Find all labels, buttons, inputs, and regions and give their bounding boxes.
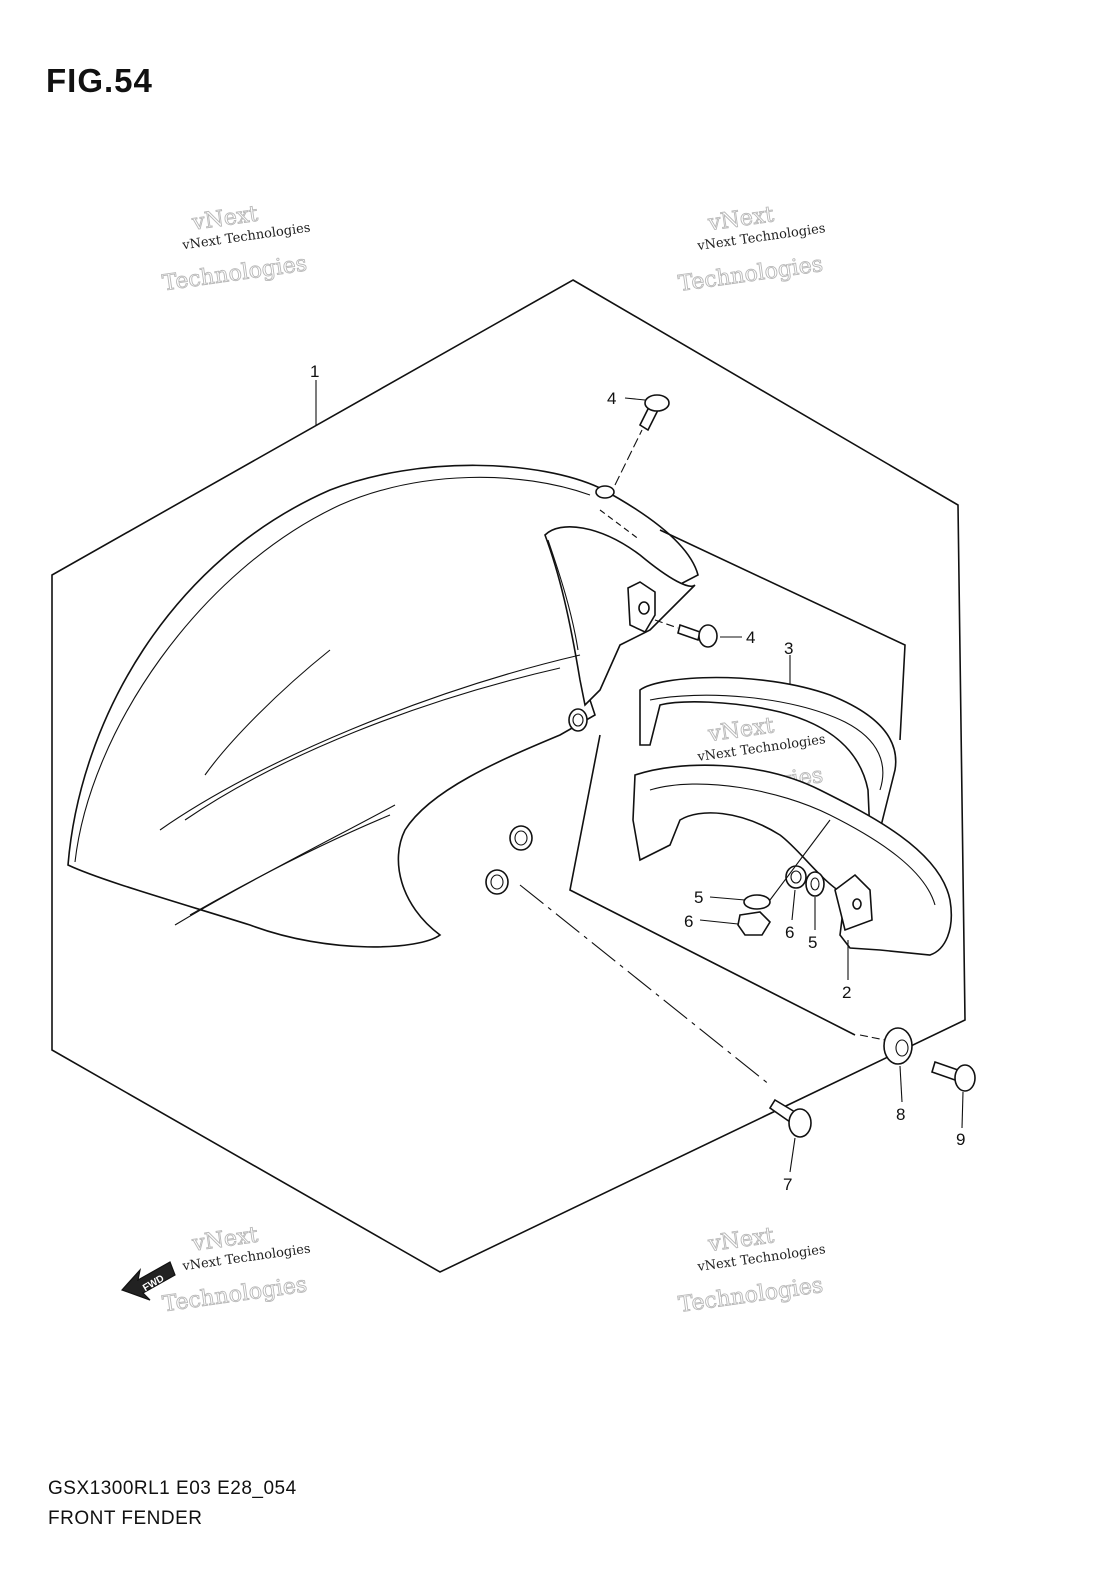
svg-text:Technologies: Technologies — [161, 251, 309, 296]
guide-line-bolt-7 — [519, 884, 771, 1086]
section-name: FRONT FENDER — [48, 1508, 203, 1529]
callout-5-right: 5 — [808, 933, 817, 952]
callout-6-right: 6 — [785, 923, 794, 942]
callout-3: 3 — [784, 639, 793, 658]
watermark-top-left: vNext vNext Technologies Technologies — [160, 201, 311, 297]
assembly-boundary — [51, 279, 966, 1273]
guide-line-washer — [769, 819, 831, 901]
watermark-top-right: vNext vNext Technologies Technologies — [676, 202, 826, 298]
leader-7 — [789, 1137, 796, 1173]
callout-4-top: 4 — [607, 389, 616, 408]
callout-8: 8 — [896, 1105, 905, 1124]
watermark-bottom-left: vNext vNext Technologies Technologies — [161, 1222, 312, 1318]
sub-assembly-outline — [569, 529, 906, 1036]
bolt-part-9 — [931, 1060, 976, 1092]
mount-guide-line — [599, 509, 641, 541]
callout-5-left: 5 — [694, 888, 703, 907]
leader-5-left — [709, 896, 746, 901]
model-code: GSX1300RL1 E03 E28_054 — [48, 1478, 297, 1499]
screw-part-4-top — [614, 394, 670, 486]
leader-4-top — [624, 397, 646, 401]
front-fender-part-1 — [67, 464, 699, 948]
leader-6-left — [699, 919, 739, 925]
guide-line-grommet — [859, 1034, 886, 1041]
callout-9: 9 — [956, 1130, 965, 1149]
callout-6-left: 6 — [684, 912, 693, 931]
hugger-part-2 — [632, 764, 953, 956]
screw-part-4-side — [654, 619, 718, 648]
nut-part-6-left — [737, 911, 772, 936]
svg-text:Technologies: Technologies — [677, 1273, 825, 1318]
callout-2: 2 — [842, 983, 851, 1002]
svg-text:Technologies: Technologies — [161, 1272, 309, 1317]
leader-9 — [961, 1091, 964, 1129]
leader-8 — [899, 1065, 903, 1103]
svg-text:Technologies: Technologies — [677, 252, 825, 297]
washer-part-5-right — [805, 871, 825, 897]
figure-title: FIG.54 — [46, 62, 153, 99]
callout-7: 7 — [783, 1175, 792, 1194]
grommet-part-8 — [883, 1027, 913, 1065]
nut-part-6-right — [785, 865, 807, 889]
leader-6-right — [791, 889, 796, 921]
washer-part-5-left — [743, 894, 771, 910]
callout-1: 1 — [310, 362, 319, 381]
callout-4-side: 4 — [746, 628, 755, 647]
bolt-part-7 — [768, 1098, 812, 1138]
watermark-bottom-right: vNext vNext Technologies Technologies — [677, 1223, 827, 1319]
